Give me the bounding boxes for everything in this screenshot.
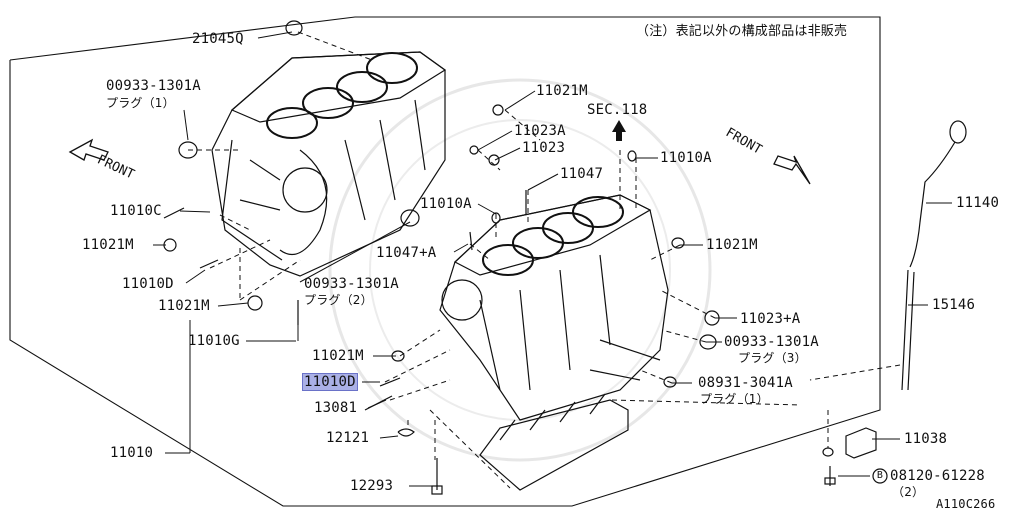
- part-label-13081[interactable]: 13081: [314, 400, 358, 416]
- part-label-11010A-right[interactable]: 11010A: [660, 150, 712, 166]
- part-label-08931[interactable]: 08931-3041A: [698, 375, 793, 391]
- part-label-11021M-a[interactable]: 11021M: [536, 83, 588, 99]
- part-label-11010G[interactable]: 11010G: [188, 333, 240, 349]
- part-label-21045Q[interactable]: 21045Q: [192, 31, 244, 47]
- part-label-11038[interactable]: 11038: [904, 431, 948, 447]
- part-label-11140[interactable]: 11140: [956, 195, 1000, 211]
- leader-lines: [153, 31, 952, 487]
- part-label-11010A-mid[interactable]: 11010A: [420, 196, 472, 212]
- part-label-11047A[interactable]: 11047+A: [376, 245, 437, 261]
- small-parts: [163, 20, 888, 495]
- plug-label-08931: プラグ（1）: [700, 392, 769, 406]
- part-label-11010D-a[interactable]: 11010D: [122, 276, 174, 292]
- part-label-08120[interactable]: 08120-61228: [890, 468, 985, 484]
- front-arrows: [68, 138, 811, 185]
- left-cylinder-block: [211, 51, 447, 277]
- part-label-11047[interactable]: 11047: [560, 166, 604, 182]
- part-label-11010D-selected[interactable]: 11010D: [302, 373, 358, 391]
- part-label-15146[interactable]: 15146: [932, 297, 976, 313]
- plug-label-top: プラグ（1）: [106, 96, 175, 110]
- part-label-11021M-d[interactable]: 11021M: [158, 298, 210, 314]
- bolt-marker-b: B: [876, 470, 884, 481]
- part-label-00933-mid[interactable]: 00933-1301A: [304, 276, 399, 292]
- frame-outline: [9, 16, 881, 507]
- part-label-12293[interactable]: 12293: [350, 478, 394, 494]
- part-label-00933-right[interactable]: 00933-1301A: [724, 334, 819, 350]
- part-label-00933-top[interactable]: 00933-1301A: [106, 78, 201, 94]
- part-label-11021M-e[interactable]: 11021M: [312, 348, 364, 364]
- dashed-lines: [188, 31, 901, 489]
- part-label-11010C[interactable]: 11010C: [110, 203, 162, 219]
- section-ref-label[interactable]: SEC.118: [587, 102, 648, 118]
- figure-code: A110C266: [936, 497, 996, 511]
- right-cylinder-block: [439, 194, 669, 491]
- part-label-12121[interactable]: 12121: [326, 430, 370, 446]
- part-label-11023-plusA[interactable]: 11023+A: [740, 311, 801, 327]
- part-label-11021M-c[interactable]: 11021M: [706, 237, 758, 253]
- plug-label-right: プラグ（3）: [738, 351, 807, 365]
- part-label-11023A[interactable]: 11023A: [514, 123, 566, 139]
- part-label-11023[interactable]: 11023: [522, 140, 566, 156]
- part-label-11021M-b[interactable]: 11021M: [82, 237, 134, 253]
- dipstick-drawing: [901, 120, 967, 391]
- note-not-sold: （注）表記以外の構成部品は非販売: [636, 24, 848, 39]
- plug-label-mid: プラグ（2）: [304, 293, 373, 307]
- part-label-11010[interactable]: 11010: [110, 445, 154, 461]
- sec-arrow: [612, 120, 626, 141]
- qty-label-08120: （2）: [892, 485, 925, 499]
